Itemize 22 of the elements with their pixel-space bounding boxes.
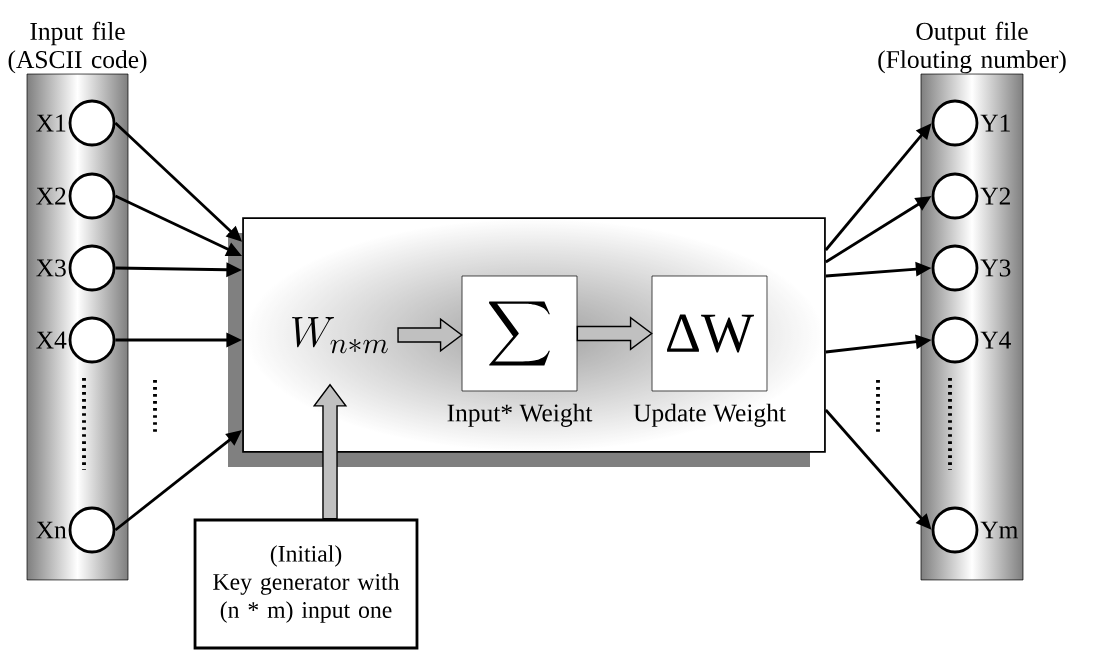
node-label: X1 [36,114,66,132]
node-label: Input file (ASCII code) [8,21,147,74]
node-label: Xn [36,521,67,539]
process-box [242,217,826,453]
node-label: Ym [980,521,1019,539]
node-label: Update Weight [633,403,786,427]
key-generator-box: (Initial) Key generator with (n * m) input one [193,518,419,650]
weight-matrix-label: $W_{n*m}$ [292,317,388,354]
node-label: Y4 [980,331,1011,349]
node-label: X3 [36,259,66,277]
node-label: X2 [36,187,66,205]
node-label: Y2 [980,187,1010,205]
node-label: Y3 [980,259,1011,277]
block-arrow [576,316,653,351]
node-label: Output file (Flouting number) [878,21,1066,74]
node-label: Input* Weight [447,403,593,427]
node-label: Y1 [980,114,1010,132]
block-arrow [397,317,463,353]
node-label: X4 [36,331,67,349]
operation-box: $\sum$ Input* Weight [447,275,593,427]
block-arrow [312,383,348,520]
operation-box: ΔW Update Weight [633,275,786,427]
